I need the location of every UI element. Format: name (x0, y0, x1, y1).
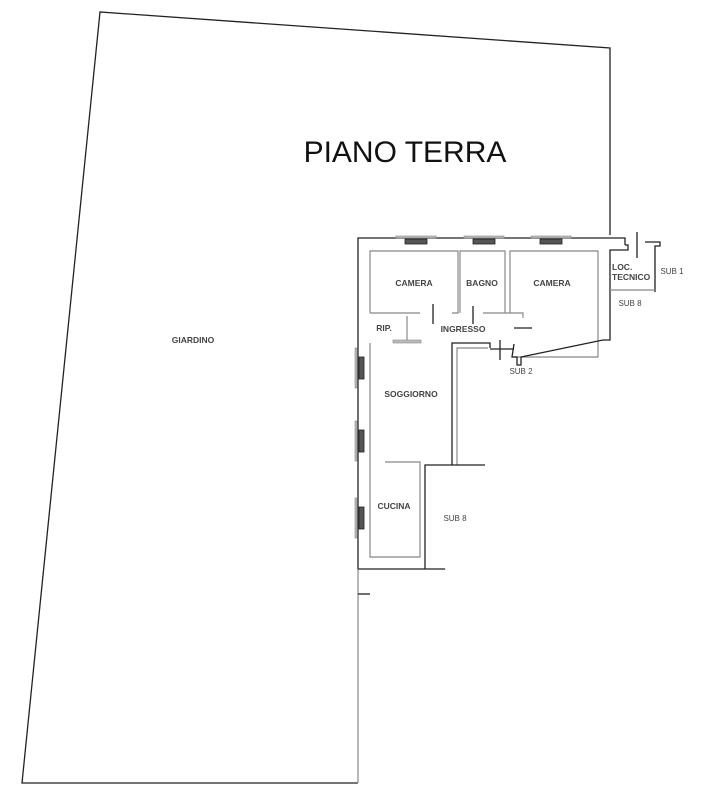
label-storage: RIP. (376, 323, 391, 333)
label-camera-right: CAMERA (533, 278, 570, 288)
label-technical-room-2: TECNICO (612, 272, 651, 282)
label-garden: GIARDINO (172, 335, 215, 345)
label-sub2: SUB 2 (509, 367, 533, 376)
label-kitchen: CUCINA (377, 501, 410, 511)
plan-title: PIANO TERRA (304, 136, 507, 169)
label-bathroom: BAGNO (466, 278, 498, 288)
building-walls (357, 232, 661, 570)
windows (354, 235, 572, 539)
label-living-room: SOGGIORNO (384, 389, 438, 399)
lot-boundary (21, 11, 611, 784)
label-sub8-bottom: SUB 8 (443, 514, 467, 523)
label-camera-left: CAMERA (395, 278, 432, 288)
label-technical-room-1: LOC. (612, 262, 632, 272)
label-entrance: INGRESSO (441, 324, 486, 334)
label-sub8-top: SUB 8 (618, 299, 642, 308)
label-sub1: SUB 1 (660, 267, 684, 276)
